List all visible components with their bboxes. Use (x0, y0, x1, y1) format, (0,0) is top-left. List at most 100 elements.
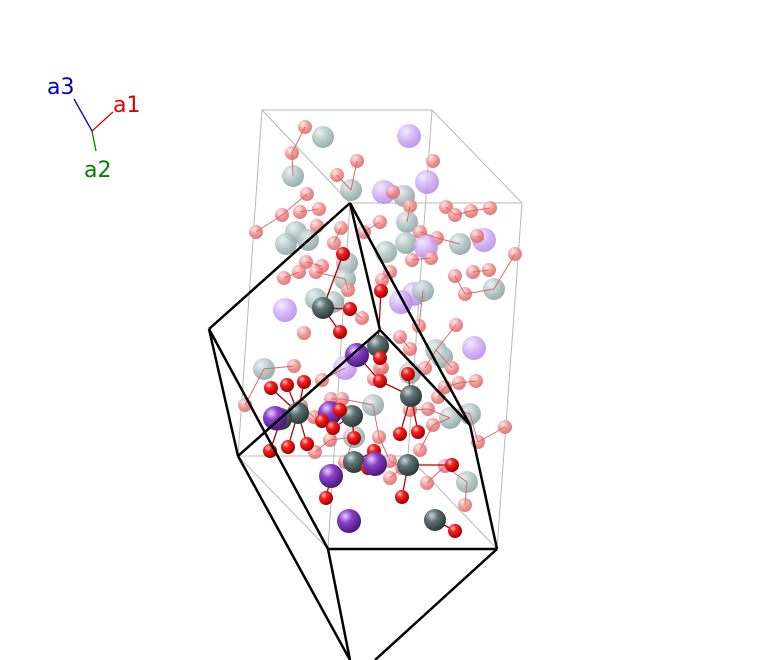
bond (445, 206, 456, 216)
bond (419, 424, 434, 451)
bond (432, 417, 451, 426)
bond (426, 465, 446, 484)
bond (493, 253, 516, 290)
oxygen-atom (411, 425, 425, 439)
oxygen-atom (281, 440, 295, 454)
faded-metal-atom (395, 232, 417, 254)
bond (281, 193, 308, 216)
oxygen-atom (264, 381, 278, 395)
bond (411, 257, 432, 261)
alkali-atom (363, 452, 387, 476)
bonds (244, 126, 516, 532)
a3-axis-line (73, 98, 93, 132)
bond (476, 235, 485, 241)
bond (463, 411, 471, 415)
a2-axis-label: a2 (84, 158, 111, 183)
oxygen-atom (315, 414, 329, 428)
faded-alkali-atom (273, 298, 297, 322)
bond (350, 160, 358, 191)
bond (336, 174, 352, 191)
bond (399, 336, 411, 350)
bond (470, 207, 491, 212)
bond (283, 271, 300, 279)
bond (464, 288, 495, 295)
faded-metal-atom (375, 241, 397, 263)
oxygen-atom (300, 437, 314, 451)
bond (436, 237, 461, 245)
a1-axis-label: a1 (113, 93, 140, 118)
metal-atom (343, 451, 365, 473)
oxygen-atom (393, 427, 407, 441)
axis-indicator: a3 a1 a2 (47, 75, 140, 183)
oxygen-atom (395, 490, 409, 504)
alkali-atom (319, 464, 343, 488)
oxygen-atom (343, 302, 357, 316)
bond (372, 404, 380, 438)
bond (263, 365, 295, 370)
bond (418, 290, 424, 327)
oxygen-atom (448, 524, 462, 538)
oxygen-atom (333, 403, 347, 417)
bond (378, 436, 391, 462)
bond (314, 439, 331, 453)
bond (315, 271, 346, 280)
bond (472, 269, 490, 273)
faded-alkali-atom (415, 170, 439, 194)
bond (299, 208, 320, 213)
bond (333, 227, 342, 244)
faded-alkali-atom (462, 336, 486, 360)
bond (464, 481, 468, 506)
bond (454, 210, 472, 216)
faded-metal-atom (275, 233, 297, 255)
metal-atom (312, 297, 334, 319)
oxygen-atom (373, 351, 387, 365)
metal-atom (424, 509, 446, 531)
oxygen-atom (319, 491, 333, 505)
bond (437, 386, 446, 398)
oxygen-atom (297, 375, 311, 389)
a1-axis-line (91, 111, 114, 132)
oxygen-atom (347, 431, 361, 445)
oxygen-atom (280, 378, 294, 392)
bond (341, 398, 374, 406)
oxygen-atom (336, 247, 350, 261)
faded-oxygen-atom (297, 326, 311, 340)
metal-atom (367, 335, 389, 357)
oxygen-atom (445, 458, 459, 472)
alkali-atom (345, 343, 369, 367)
bond (363, 221, 381, 233)
bond (435, 349, 453, 369)
bond (291, 126, 306, 154)
bond (424, 349, 437, 369)
bond (409, 408, 429, 411)
oxygen-atom (374, 284, 388, 298)
oxygen-atom (373, 374, 387, 388)
bond (305, 261, 323, 267)
alkali-atom (337, 509, 361, 533)
bond (458, 380, 477, 384)
bond (344, 278, 349, 291)
bond (406, 205, 411, 223)
metal-atom (397, 454, 419, 476)
faded-alkali-atom (397, 124, 421, 148)
bond (255, 214, 283, 233)
bond (291, 152, 294, 177)
a2-axis-line (91, 130, 97, 152)
oxygen-atom (333, 325, 347, 339)
bond (419, 231, 438, 239)
alkali-atom (263, 406, 287, 430)
metal-atom (400, 385, 422, 407)
primitive-cell-outline (207, 202, 499, 660)
bond (435, 324, 457, 351)
faded-metal-atom (312, 126, 334, 148)
oxygen-atom (401, 367, 415, 381)
bond (444, 382, 460, 388)
faded-oxygen-atom (386, 185, 400, 199)
bond (469, 413, 479, 443)
oxygen-atom (326, 421, 340, 435)
bond (477, 426, 506, 443)
bond (454, 275, 466, 295)
faded-oxygen-atom (426, 154, 440, 168)
a3-axis-label: a3 (47, 75, 74, 100)
